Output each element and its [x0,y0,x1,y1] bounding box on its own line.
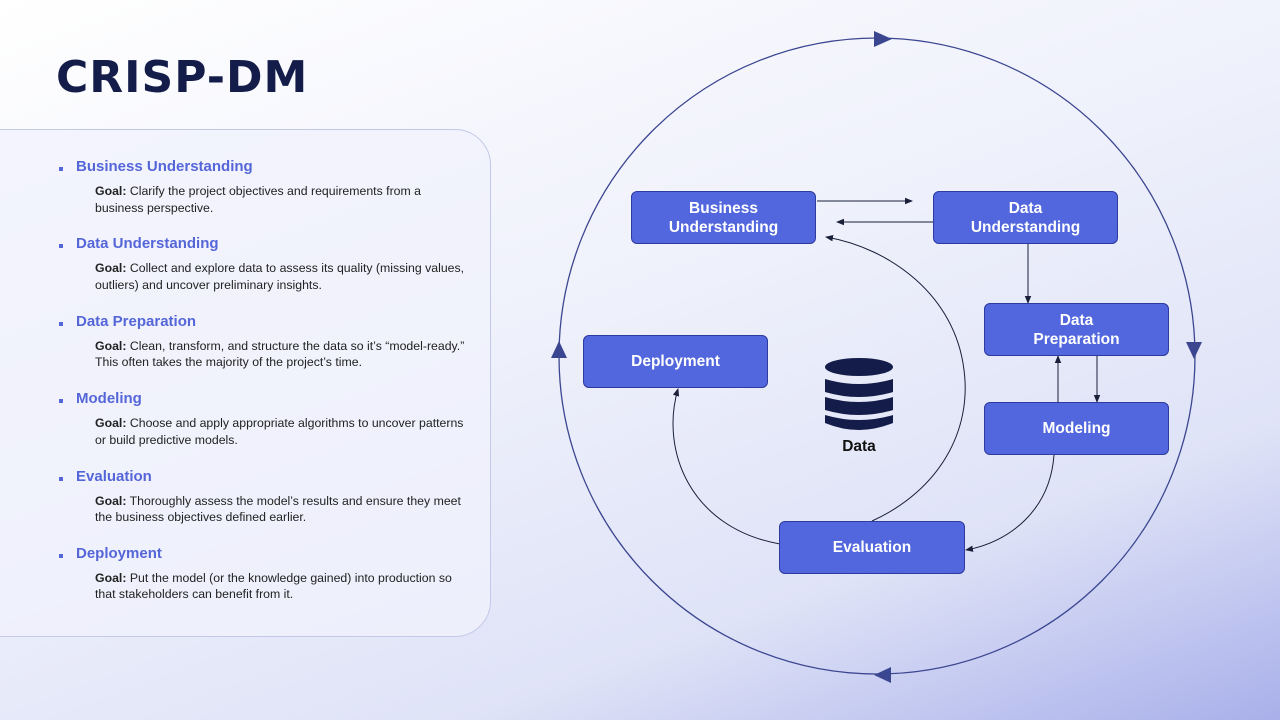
phase-heading: Business Understanding [76,158,253,175]
phase-goal: Goal: Collect and explore data to assess… [95,260,465,293]
bullet-icon [59,553,63,558]
phase-goal: Goal: Thoroughly assess the model’s resu… [95,493,465,526]
goal-text: Thoroughly assess the model’s results an… [95,493,461,525]
cycle-arrowhead-right [1186,342,1202,359]
center-data-label: Data [842,438,876,455]
phase-list: Business Understanding Goal: Clarify the… [58,158,478,622]
list-item: Deployment Goal: Put the model (or the k… [58,545,478,622]
arrow-eval-to-bu [825,235,966,522]
database-icon [825,358,893,430]
box-deployment: Deployment [583,335,768,388]
phase-heading: Deployment [76,544,162,562]
list-item: Data Understanding Goal: Collect and exp… [58,235,478,312]
box-data-understanding: Data Understanding [933,191,1118,244]
list-item: Business Understanding Goal: Clarify the… [58,158,478,235]
goal-label: Goal: [95,338,127,353]
box-business-understanding: Business Understanding [631,191,816,244]
phase-goal: Goal: Clarify the project objectives and… [95,183,465,216]
goal-label: Goal: [95,261,127,276]
bullet-icon [59,244,63,249]
bullet-icon [59,399,63,404]
bullet-icon [59,321,63,326]
goal-text: Clarify the project objectives and requi… [95,184,422,215]
bullet-icon [59,167,63,171]
phase-heading: Modeling [76,390,142,408]
arrow-mod-to-eval [965,454,1055,552]
arrow-eval-to-deploy [672,388,781,545]
goal-text: Put the model (or the knowledge gained) … [95,570,452,602]
goal-label: Goal: [95,184,127,198]
box-data-preparation: Data Preparation [984,303,1169,356]
goal-label: Goal: [95,416,127,431]
cycle-arrowhead-bottom [874,667,891,683]
goal-text: Choose and apply appropriate algorithms … [95,416,464,447]
page-title: CRISP-DM [56,52,309,103]
box-modeling: Modeling [984,402,1169,455]
goal-text: Collect and explore data to assess its q… [95,261,465,292]
cycle-arrowhead-top [874,31,892,47]
list-item: Evaluation Goal: Thoroughly assess the m… [58,468,478,545]
box-evaluation: Evaluation [779,521,965,574]
phase-heading: Data Preparation [76,312,197,330]
cycle-arrowhead-left [551,341,567,358]
phase-goal: Goal: Put the model (or the knowledge ga… [95,570,465,603]
list-item: Data Preparation Goal: Clean, transform,… [58,313,478,390]
goal-label: Goal: [95,493,127,508]
goal-label: Goal: [95,570,127,585]
phase-heading: Data Understanding [76,235,219,253]
goal-text: Clean, transform, and structure the data… [95,338,465,370]
bullet-icon [59,476,63,481]
phase-list-panel [0,129,491,637]
list-item: Modeling Goal: Choose and apply appropri… [58,390,478,467]
phase-goal: Goal: Clean, transform, and structure th… [95,338,465,371]
phase-heading: Evaluation [76,467,152,485]
phase-goal: Goal: Choose and apply appropriate algor… [95,415,465,448]
